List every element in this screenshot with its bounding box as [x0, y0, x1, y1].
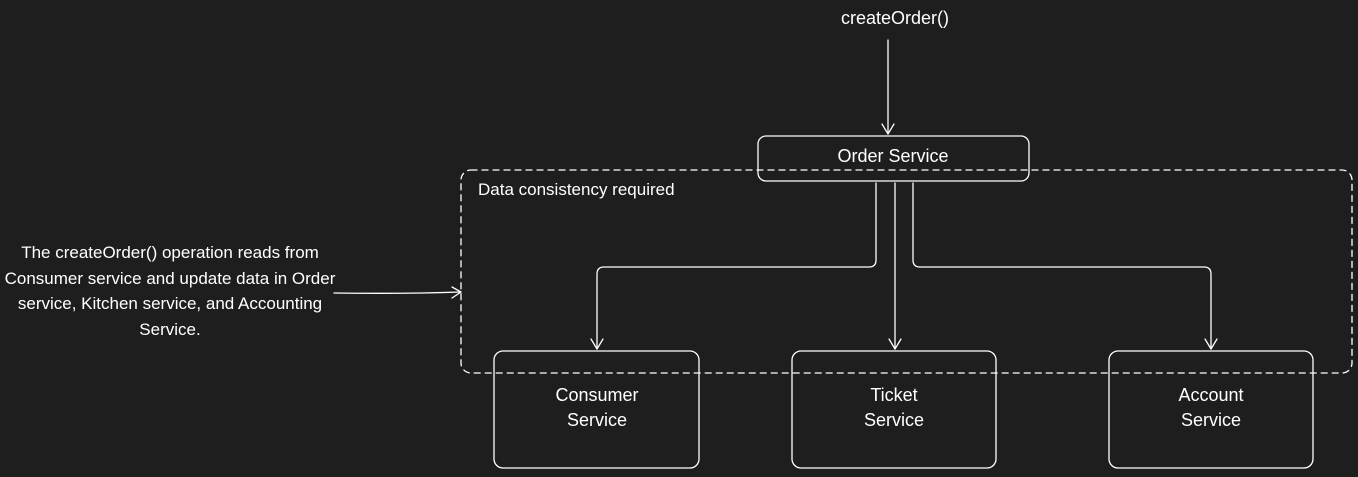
- ticket-service-label: Ticket Service: [804, 383, 984, 433]
- incoming-call-arrow: [881, 39, 895, 135]
- consumer-service-label: Consumer Service: [507, 383, 687, 433]
- ticket-service-label-line1: Ticket: [870, 385, 918, 405]
- arrow-to-consumer-service: [590, 182, 877, 350]
- order-service-box: [757, 135, 1030, 182]
- consistency-boundary: [460, 169, 1353, 374]
- account-service-box: [1108, 350, 1314, 469]
- annotation-text: The createOrder() operation reads from C…: [4, 243, 336, 339]
- account-service-label: Account Service: [1121, 383, 1301, 433]
- ticket-service-box: [791, 350, 997, 469]
- consumer-service-box: [493, 350, 700, 469]
- consumer-service-label-line2: Service: [566, 410, 628, 430]
- create-order-call-label: createOrder(): [840, 8, 950, 28]
- order-service-label: Order Service: [837, 146, 949, 166]
- account-service-label-line2: Service: [1180, 410, 1242, 430]
- consumer-service-label-line1: Consumer: [555, 385, 639, 405]
- account-service-label-line1: Account: [1178, 385, 1244, 405]
- ticket-service-label-line2: Service: [863, 410, 925, 430]
- arrow-to-account-service: [912, 182, 1218, 350]
- arrow-to-ticket-service: [888, 182, 902, 350]
- annotation-arrow: [333, 286, 462, 299]
- boundary-label: Data consistency required: [478, 180, 675, 199]
